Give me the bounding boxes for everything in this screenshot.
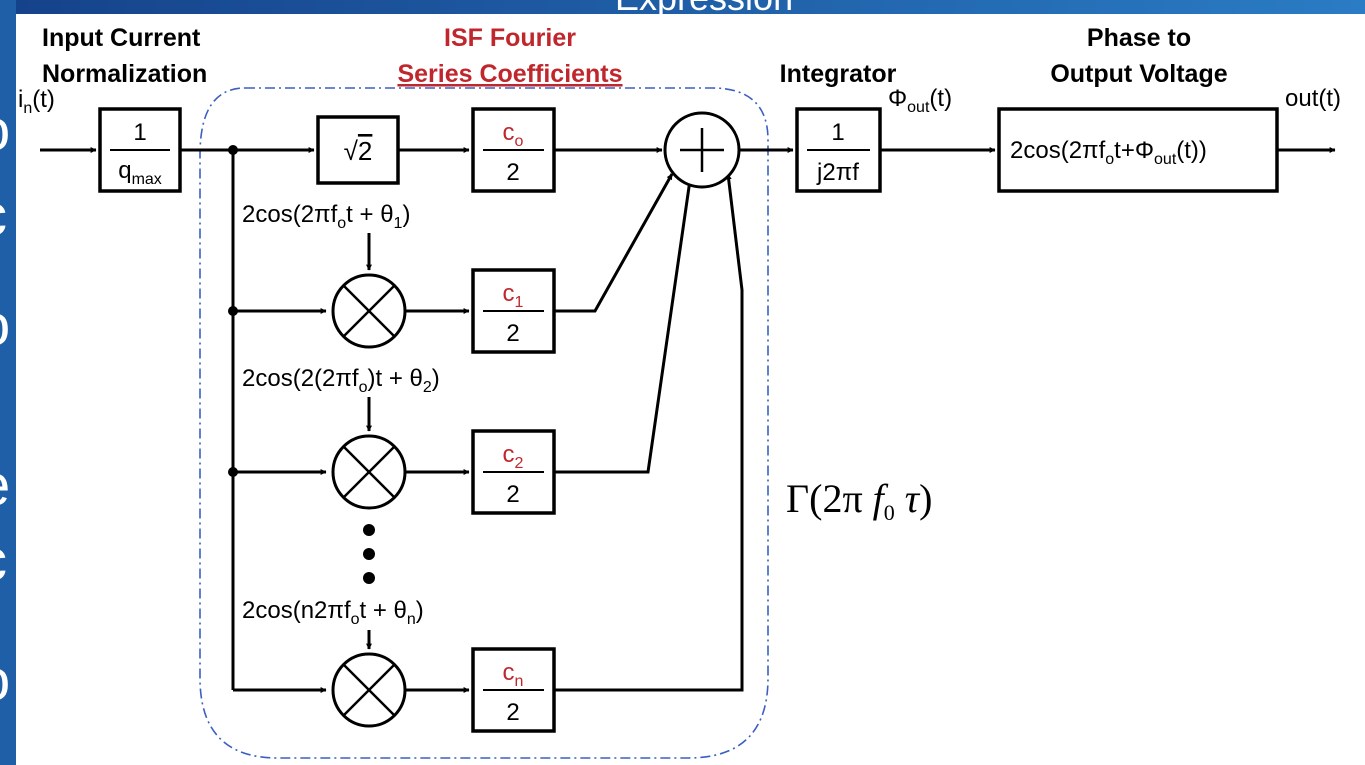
carrier-n-label: 2cos(n2πfot + θn)	[242, 597, 424, 628]
signal-wires	[40, 147, 1336, 693]
side-glyph: o	[0, 98, 10, 163]
integrator-numerator: 1	[831, 119, 844, 146]
side-banner-glyphs: o c o e c o	[0, 98, 10, 713]
coefficient-c1-denominator: 2	[506, 320, 519, 347]
output-signal-label: out(t)	[1285, 85, 1341, 112]
multiplier-cn	[331, 652, 407, 728]
coefficient-c2-denominator: 2	[506, 481, 519, 508]
header-phase-to-output-2: Output Voltage	[1050, 60, 1227, 88]
junction-dot	[228, 306, 238, 316]
gamma-expression: Γ(2π f0 τ)	[786, 476, 932, 525]
sqrt2-label: √2	[344, 136, 373, 166]
side-glyph: c	[0, 528, 7, 593]
slide-title-fragment: Expression	[615, 0, 793, 18]
header-isf-1: ISF Fourier	[444, 24, 576, 52]
normalization-numerator: 1	[133, 119, 146, 146]
coefficient-c2-numerator: c2	[503, 441, 524, 472]
header-input-normalization-1: Input Current	[42, 24, 201, 52]
integrator-denominator: j2πf	[816, 159, 859, 186]
header-input-normalization-2: Normalization	[42, 60, 207, 88]
ellipsis-dot	[363, 524, 375, 536]
junction-dot	[228, 467, 238, 477]
side-glyph: e	[0, 453, 10, 518]
normalization-denominator: qmax	[118, 157, 162, 188]
header-phase-to-output-1: Phase to	[1087, 24, 1191, 52]
left-banner	[0, 0, 16, 765]
input-signal-label: in(t)	[18, 86, 55, 117]
coefficient-c0-numerator: co	[503, 119, 524, 150]
multiplier-c1	[331, 273, 407, 349]
carrier-2-label: 2cos(2(2πfo)t + θ2)	[242, 365, 440, 396]
coefficient-c0-denominator: 2	[506, 159, 519, 186]
phase-to-output-expression: 2cos(2πfot+Φout(t))	[1010, 137, 1207, 168]
sqrt2-block	[316, 115, 400, 185]
multiplier-c2	[331, 434, 407, 510]
phase-to-output-block	[997, 107, 1279, 193]
junction-dot	[228, 145, 238, 155]
header-isf-2: Series Coefficients	[397, 60, 622, 88]
side-glyph: o	[0, 293, 10, 358]
side-glyph: o	[0, 648, 10, 713]
coefficient-cn-denominator: 2	[506, 699, 519, 726]
phi-out-label: Φout(t)	[888, 85, 952, 116]
coefficient-c1-numerator: c1	[503, 280, 524, 311]
carrier-1-label: 2cos(2πfot + θ1)	[242, 201, 410, 232]
isf-group-outline	[199, 87, 769, 759]
summing-junction	[663, 111, 741, 189]
ellipsis-dot	[363, 572, 375, 584]
side-glyph: c	[0, 183, 7, 248]
coefficient-cn-numerator: cn	[503, 659, 524, 690]
ellipsis-dot	[363, 548, 375, 560]
header-integrator: Integrator	[780, 60, 897, 88]
top-banner	[0, 0, 1365, 14]
